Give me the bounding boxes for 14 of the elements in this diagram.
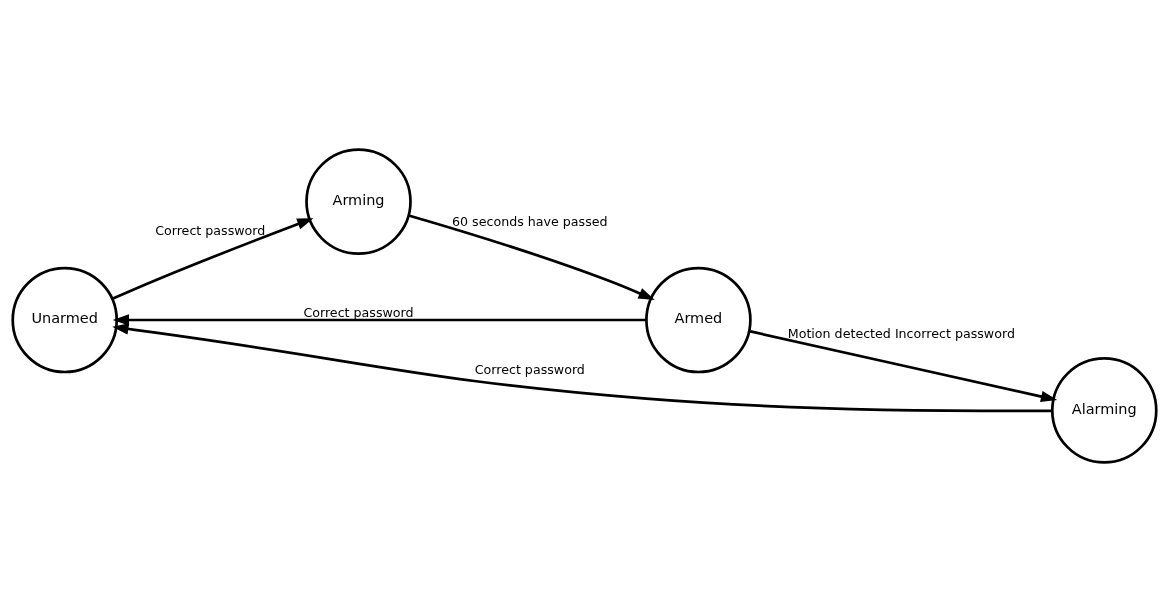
arrow: [111, 218, 314, 301]
edge-label: Correct password: [303, 304, 414, 320]
node-circle: Alarming: [1050, 357, 1158, 464]
arrow: [112, 314, 647, 326]
arrow: [408, 214, 655, 300]
edge-label: Correct password: [155, 223, 266, 239]
arrow: [112, 323, 1053, 413]
edge-label: Correct password: [474, 362, 585, 378]
arrow: [748, 329, 1058, 403]
node-circle: Armed: [645, 266, 752, 374]
node-circle: Arming: [305, 148, 412, 255]
node-circle: Unarmed: [11, 266, 119, 374]
edge-label: 60 seconds have passed: [452, 214, 608, 230]
edge-label: Motion detected Incorrect password: [787, 326, 1015, 342]
